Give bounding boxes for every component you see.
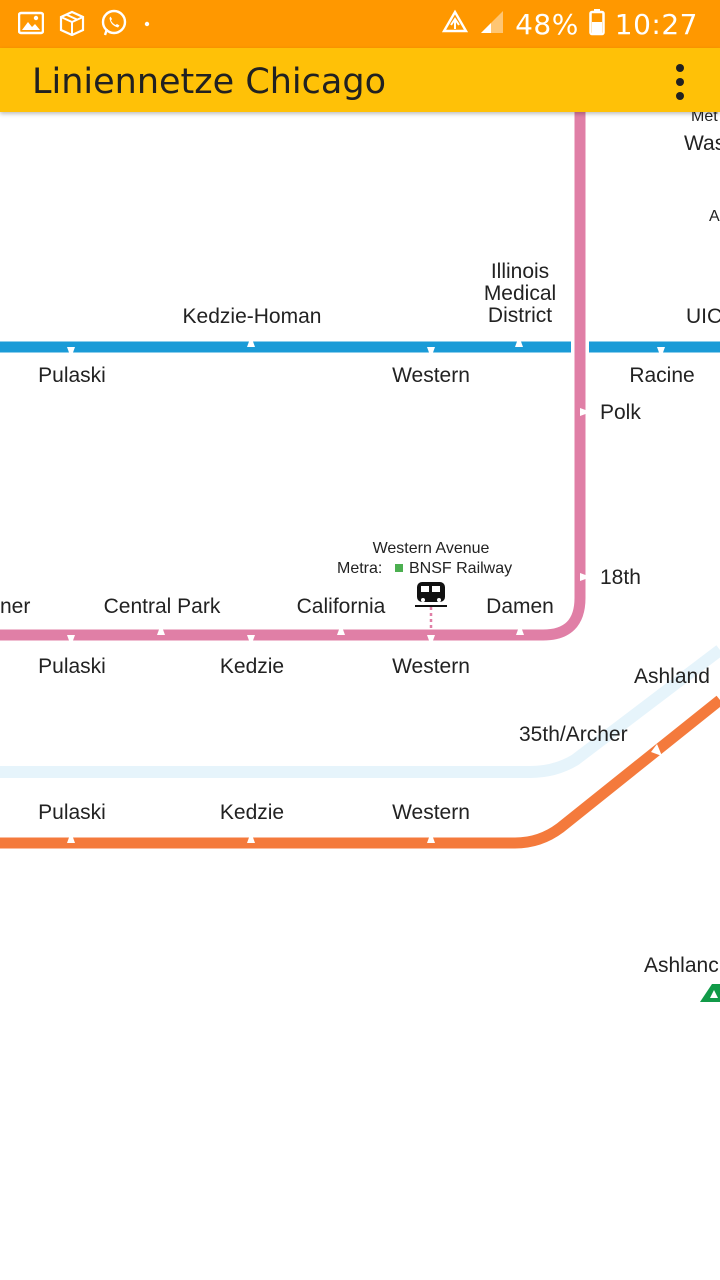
- station-label-metra-top: Met: [691, 112, 718, 125]
- gallery-icon: [17, 11, 45, 40]
- station-label-damen[interactable]: Damen: [486, 595, 554, 618]
- station-tick-pink-central-park: [157, 624, 165, 635]
- station-label-kedzie-homan[interactable]: Kedzie-Homan: [182, 305, 322, 328]
- station-tick-blue-racine: [657, 347, 665, 358]
- battery-icon: [589, 8, 605, 41]
- station-label-pink-western[interactable]: Western: [392, 655, 470, 678]
- station-label-orange-pulaski[interactable]: Pulaski: [38, 801, 106, 824]
- metra-line-prefix: Metra:: [337, 560, 383, 577]
- station-tick-pink-pulaski: [67, 635, 75, 646]
- station-label-blue-pulaski[interactable]: Pulaski: [38, 364, 106, 387]
- station-label-pink-kedzie[interactable]: Kedzie: [219, 655, 285, 678]
- clock: 10:27: [614, 7, 698, 41]
- station-label-ashland-green[interactable]: Ashlanc: [644, 954, 719, 977]
- app-bar: Liniennetze Chicago: [0, 48, 720, 112]
- station-tick-pink-18th: [580, 573, 591, 581]
- whatsapp-icon: [100, 9, 128, 42]
- station-label-california[interactable]: California: [296, 595, 386, 618]
- station-label-blue-western[interactable]: Western: [392, 364, 470, 387]
- data-saver-icon: [441, 9, 469, 40]
- station-tick-blue-imd: [515, 336, 523, 347]
- station-label-orange-western[interactable]: Western: [392, 801, 470, 824]
- metra-station-name[interactable]: Western Avenue: [372, 540, 490, 557]
- station-tick-orange-kedzie: [247, 832, 255, 843]
- station-tick-orange-western: [427, 832, 435, 843]
- station-label-a: A: [709, 208, 720, 225]
- station-tick-pink-western: [427, 635, 435, 646]
- station-tick-orange-archer: [651, 744, 662, 756]
- station-tick-blue-western: [427, 347, 435, 358]
- app-title: Liniennetze Chicago: [32, 62, 386, 102]
- station-label-illinois-medical-district[interactable]: Illinois Medical District: [484, 261, 556, 327]
- station-tick-blue-kedzie-homan: [247, 336, 255, 347]
- station-label-polk[interactable]: Polk: [600, 401, 641, 424]
- metra-line-name[interactable]: BNSF Railway: [409, 560, 513, 577]
- station-tick-pink-kedzie: [247, 635, 255, 646]
- status-notification-icons: [17, 8, 152, 42]
- battery-percent: 48%: [515, 7, 579, 41]
- station-label-18th[interactable]: 18th: [600, 566, 641, 589]
- status-bar: 48% 10:27: [0, 0, 720, 48]
- station-label-uic[interactable]: UIC: [686, 305, 720, 328]
- package-icon: [58, 10, 86, 41]
- station-tick-pink-polk: [580, 408, 591, 416]
- station-tick-orange-pulaski: [67, 832, 75, 843]
- station-label-orange-kedzie[interactable]: Kedzie: [219, 801, 285, 824]
- dot-icon: [142, 16, 152, 34]
- imd-line-2: Medical: [483, 282, 557, 305]
- signal-icon: [479, 9, 505, 40]
- station-label-was[interactable]: Was: [684, 132, 720, 155]
- station-label-racine[interactable]: Racine: [629, 364, 695, 387]
- station-tick-pink-damen: [516, 624, 524, 635]
- station-label-ashland-pink[interactable]: Ashland: [634, 665, 710, 688]
- station-label-central-park[interactable]: Central Park: [103, 595, 221, 618]
- transit-map-lines: [0, 112, 720, 1002]
- green-station-marker: [700, 984, 720, 1002]
- station-tick-blue-pulaski: [67, 347, 75, 358]
- light-blue-line: [0, 645, 720, 778]
- station-label-pink-cut[interactable]: ner: [0, 595, 31, 618]
- imd-line-3: District: [487, 304, 553, 327]
- metra-bnsf-swatch: [395, 564, 403, 572]
- imd-line-1: Illinois: [490, 260, 550, 283]
- train-icon: [415, 582, 447, 607]
- station-label-pink-pulaski[interactable]: Pulaski: [38, 655, 106, 678]
- station-label-35th-archer[interactable]: 35th/Archer: [519, 723, 628, 746]
- station-tick-pink-california: [337, 624, 345, 635]
- more-vert-icon[interactable]: [670, 62, 690, 102]
- transit-map[interactable]: Pulaski Kedzie-Homan Western Illinois Me…: [0, 112, 720, 1280]
